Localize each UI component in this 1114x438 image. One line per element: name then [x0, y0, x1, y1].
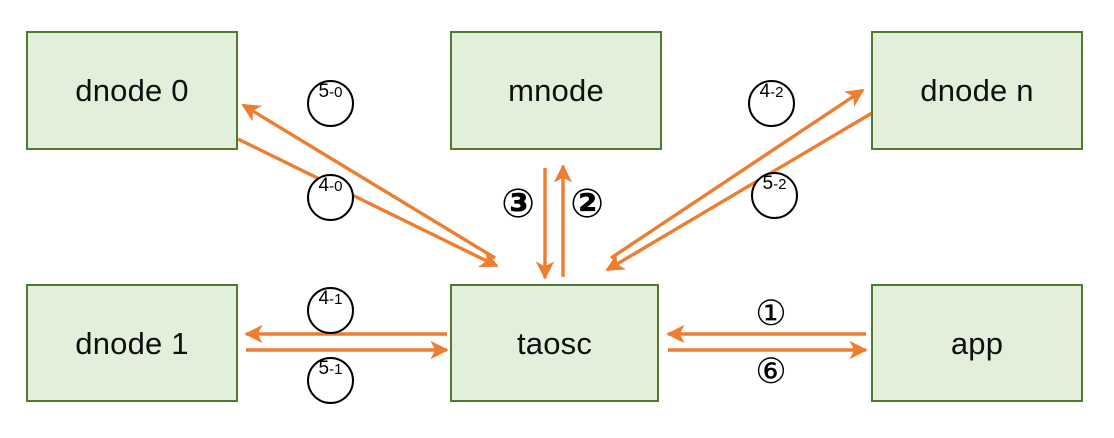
- edge-label-5-0: 5-0: [307, 80, 354, 127]
- edge-label-5-1-minor: -1: [329, 361, 343, 378]
- node-label-dnoden: dnode n: [920, 73, 1034, 108]
- edge-label-3: ③: [496, 182, 540, 226]
- edge-label-5-1: 5-1: [307, 357, 354, 404]
- node-dnode1[interactable]: dnode 1: [26, 284, 238, 402]
- edge-label-5-0-major: 5: [318, 81, 330, 102]
- node-mnode[interactable]: mnode: [450, 31, 662, 150]
- edge-label-3-text: ③: [501, 182, 535, 226]
- node-app[interactable]: app: [871, 284, 1083, 402]
- node-label-taosc: taosc: [516, 325, 593, 361]
- edge-5-2: [605, 111, 873, 272]
- node-dnoden[interactable]: dnode n: [871, 31, 1083, 150]
- edge-label-5-2-minor: -2: [773, 176, 787, 193]
- edge-label-4-0: 4-0: [307, 174, 354, 221]
- edge-label-5-0-minor: -0: [329, 84, 343, 101]
- edge-label-4-2-major: 4: [759, 81, 771, 102]
- edge-label-6: ⑥: [752, 352, 790, 390]
- edge-label-5-1-major: 5: [318, 358, 330, 379]
- edge-label-2: ②: [565, 182, 609, 226]
- edge-label-6-text: ⑥: [755, 351, 787, 391]
- edge-label-4-1: 4-1: [307, 287, 354, 334]
- edge-label-4-1-minor: -1: [329, 291, 343, 308]
- edge-label-4-2: 4-2: [748, 80, 795, 127]
- edge-4-0: [237, 137, 499, 268]
- edge-label-4-0-minor: -0: [329, 178, 343, 195]
- edge-label-4-0-major: 4: [318, 175, 330, 196]
- edge-label-1-text: ①: [755, 293, 787, 333]
- node-label-mnode: mnode: [508, 73, 604, 108]
- node-label-dnode0: dnode 0: [75, 73, 189, 108]
- edge-label-5-2-major: 5: [762, 173, 774, 194]
- edge-5-0: [241, 103, 496, 260]
- node-dnode0[interactable]: dnode 0: [26, 31, 238, 150]
- edge-label-5-2: 5-2: [751, 172, 798, 219]
- edge-label-2-text: ②: [570, 182, 604, 226]
- node-taosc[interactable]: taosc: [450, 284, 659, 402]
- edge-label-4-1-major: 4: [318, 288, 330, 309]
- node-label-app: app: [950, 325, 1004, 361]
- edge-label-1: ①: [752, 294, 790, 332]
- edge-label-4-2-minor: -2: [770, 84, 784, 101]
- node-label-dnode1: dnode 1: [75, 325, 189, 361]
- edge-4-2: [610, 88, 865, 260]
